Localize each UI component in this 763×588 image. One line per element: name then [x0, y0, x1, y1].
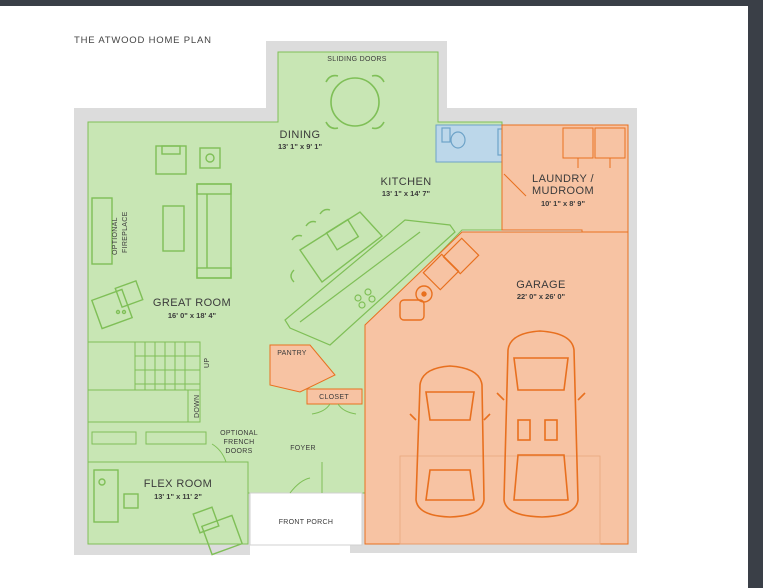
window-top-bar [0, 0, 763, 6]
flex-room [87, 461, 249, 545]
sofa-icon [196, 183, 232, 279]
plan-title: THE ATWOOD HOME PLAN [74, 35, 212, 46]
front-door-icon[interactable] [289, 462, 323, 494]
closet-doors-icon[interactable] [311, 403, 357, 415]
garage-shelving-icon [422, 237, 480, 291]
stairs [87, 341, 201, 423]
laundry-name-line1: LAUNDRY / [532, 173, 594, 185]
stairs-up-label: UP [204, 358, 211, 368]
closet-label: CLOSET [319, 394, 349, 401]
kitchen-stools [290, 208, 331, 283]
garage-dim: 22' 0" x 26' 0" [517, 292, 566, 301]
armchair-icon [155, 145, 187, 175]
car-icon-right [496, 330, 586, 518]
lounge-chairs-icon [90, 279, 144, 330]
fireplace-label-line1: OPTIONAL [112, 217, 119, 255]
laundry-name-line2: MUDROOM [532, 185, 594, 197]
kitchen-island [299, 211, 384, 284]
french-doors-icon[interactable] [91, 431, 227, 463]
water-heater-icon [399, 285, 433, 321]
window-scrollbar[interactable] [748, 0, 763, 588]
dining-table-icon [325, 74, 385, 130]
garage-door [399, 455, 601, 545]
fireplace-label-line2: FIREPLACE [122, 211, 129, 253]
french-doors-label-line3: DOORS [225, 448, 252, 455]
stairs-down-label: DOWN [194, 395, 201, 418]
garage-name: GARAGE [516, 279, 565, 291]
car-icon-left [409, 365, 491, 518]
front-porch-label: FRONT PORCH [279, 519, 334, 526]
kitchen-name: KITCHEN [380, 176, 431, 188]
fireplace-icon [91, 197, 113, 265]
closet [306, 388, 363, 405]
flex-chairs-icon [192, 506, 244, 556]
great-room-dim: 16' 0" x 18' 4" [168, 311, 217, 320]
side-table-icon [199, 147, 221, 169]
toilet-icon [441, 127, 466, 149]
washer-dryer-icon [562, 127, 626, 168]
kitchen-counter [284, 219, 456, 346]
sliding-doors-label: SLIDING DOORS [327, 56, 387, 63]
french-doors-label-line2: FRENCH [224, 439, 255, 446]
desk-icon [93, 469, 139, 523]
foyer-label: FOYER [290, 445, 316, 452]
coffee-table-icon [162, 205, 185, 252]
living-area [87, 51, 503, 545]
dining-room-dim: 13' 1" x 9' 1" [278, 142, 322, 151]
laundry-dim: 10' 1" x 8' 9" [541, 199, 585, 208]
front-porch [249, 492, 363, 546]
pantry [269, 344, 336, 393]
flex-room-dim: 13' 1" x 11' 2" [154, 492, 202, 501]
french-doors-label-line1: OPTIONAL [220, 430, 258, 437]
pantry-label: PANTRY [277, 350, 307, 357]
flex-room-name: FLEX ROOM [144, 478, 212, 490]
dining-room-name: DINING [280, 129, 321, 141]
great-room-name: GREAT ROOM [153, 297, 231, 309]
kitchen-dim: 13' 1" x 14' 7" [382, 189, 431, 198]
